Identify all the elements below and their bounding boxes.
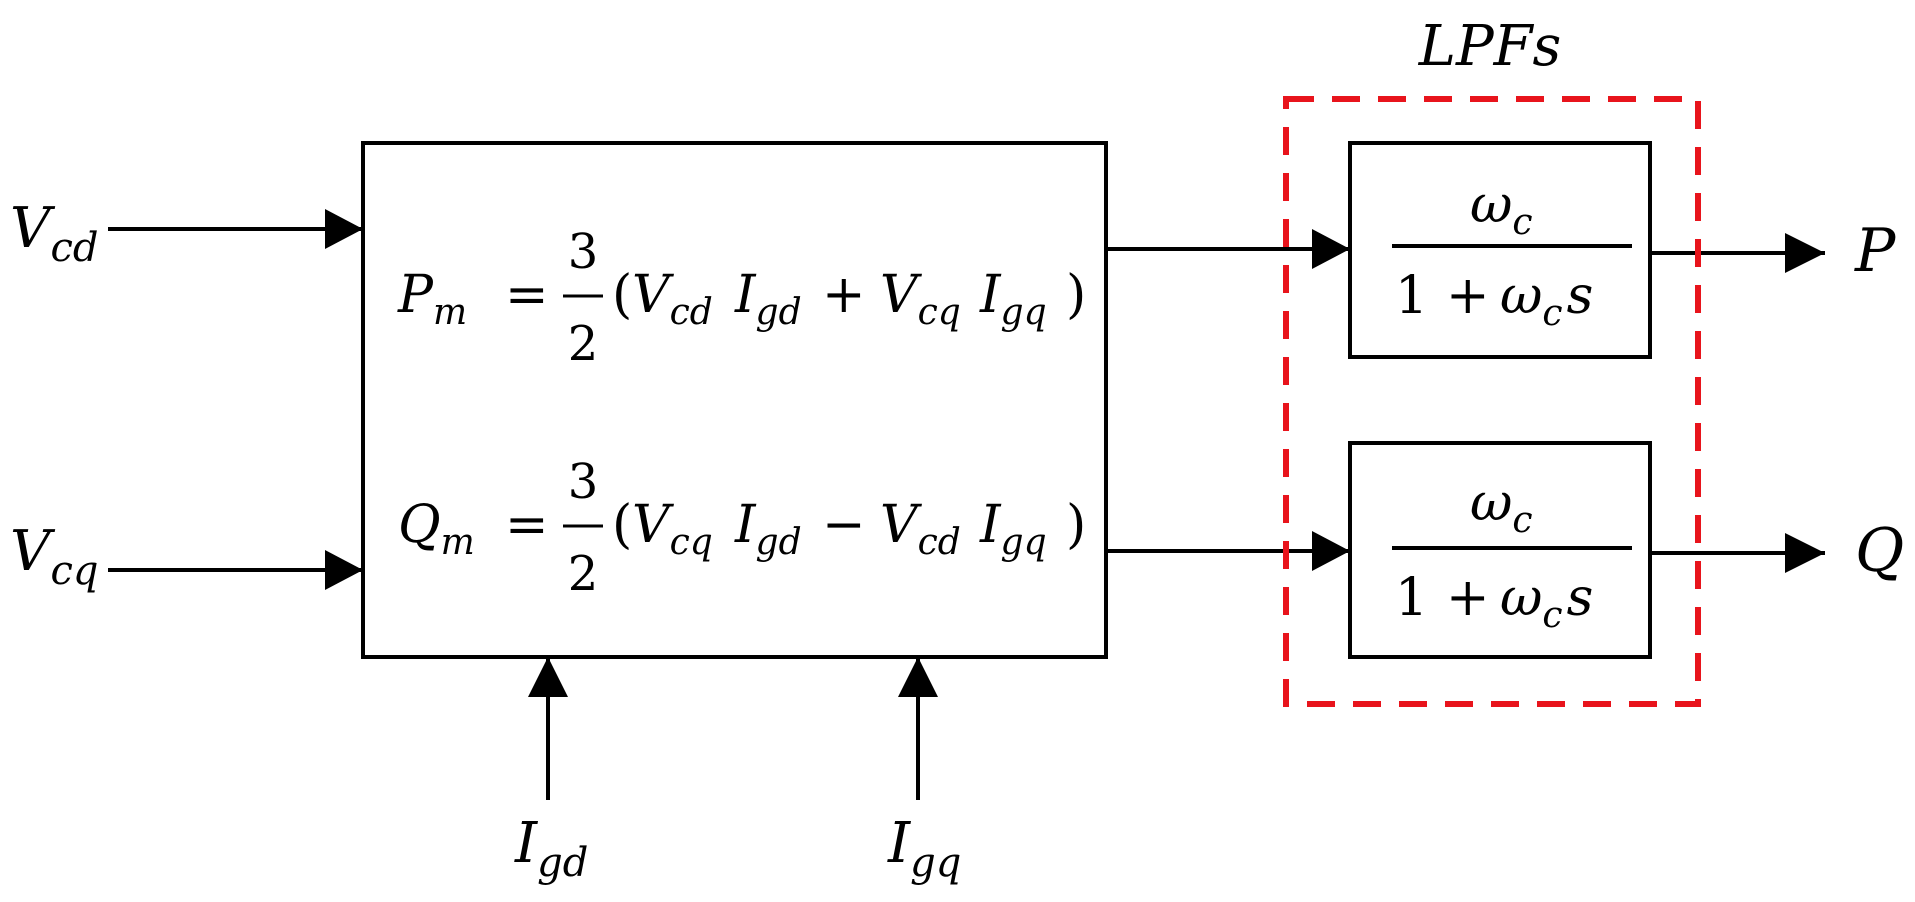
svg-text:+: + xyxy=(822,265,866,325)
igd-arrowhead xyxy=(528,657,568,697)
q-equation: Qm = 3 2 ( Vcq Igd − Vcd Igq ) xyxy=(398,454,1086,602)
svg-text:ωcs: ωcs xyxy=(1500,568,1593,636)
svg-text:Igd: Igd xyxy=(734,265,802,333)
svg-text:Igd: Igd xyxy=(734,495,802,563)
svg-text:Pm: Pm xyxy=(397,265,467,333)
svg-text:(: ( xyxy=(612,265,632,325)
power-calc-block xyxy=(361,141,1108,659)
svg-text:Vcd: Vcd xyxy=(880,495,961,563)
p-output-arrowhead xyxy=(1785,233,1825,273)
svg-text:Vcq: Vcq xyxy=(632,495,713,563)
lpf-group-label: LPFs xyxy=(1418,14,1561,79)
svg-text:): ) xyxy=(1066,265,1086,325)
svg-text:2: 2 xyxy=(568,316,599,372)
vcq-arrowhead xyxy=(325,550,363,590)
q-output-arrowhead xyxy=(1785,533,1825,573)
igd-label: Igd xyxy=(514,811,588,886)
lpf-block-p xyxy=(1348,141,1652,359)
svg-text:(: ( xyxy=(612,495,632,555)
svg-text:Vcq: Vcq xyxy=(880,265,961,333)
svg-text:2: 2 xyxy=(568,546,599,602)
svg-text:−: − xyxy=(822,495,866,555)
p-output-label: P xyxy=(1854,216,1897,286)
svg-text:1: 1 xyxy=(1395,266,1428,326)
svg-text:ωc: ωc xyxy=(1470,175,1533,243)
svg-text:=: = xyxy=(505,265,549,325)
svg-text:): ) xyxy=(1066,495,1086,555)
q-output-label: Q xyxy=(1855,516,1904,586)
svg-text:Vcd: Vcd xyxy=(632,265,713,333)
q-signal-arrowhead xyxy=(1312,531,1350,571)
svg-text:3: 3 xyxy=(568,224,599,280)
svg-text:+: + xyxy=(1446,568,1490,628)
svg-text:Igq: Igq xyxy=(979,495,1047,563)
vcq-label: Vcq xyxy=(10,519,98,594)
svg-text:ωcs: ωcs xyxy=(1500,266,1593,334)
svg-text:+: + xyxy=(1446,266,1490,326)
p-equation: Pm = 3 2 ( Vcd Igd + Vcq Igq ) xyxy=(397,224,1086,372)
svg-text:ωc: ωc xyxy=(1470,473,1533,541)
p-signal-arrowhead xyxy=(1312,229,1350,269)
svg-text:3: 3 xyxy=(568,454,599,510)
lpf-block-q xyxy=(1348,441,1652,659)
igq-label: Igq xyxy=(887,811,961,886)
svg-text:1: 1 xyxy=(1395,568,1428,628)
svg-text:=: = xyxy=(505,495,549,555)
lpf-p-transfer-function: ωc 1 + ωcs xyxy=(1392,175,1632,334)
vcd-arrowhead xyxy=(325,209,363,249)
vcd-label: Vcd xyxy=(10,196,98,271)
svg-text:Qm: Qm xyxy=(398,495,475,563)
svg-text:Igq: Igq xyxy=(979,265,1047,333)
igq-arrowhead xyxy=(898,657,938,697)
lpf-group-border xyxy=(1283,96,1701,707)
lpf-q-transfer-function: ωc 1 + ωcs xyxy=(1392,473,1632,636)
